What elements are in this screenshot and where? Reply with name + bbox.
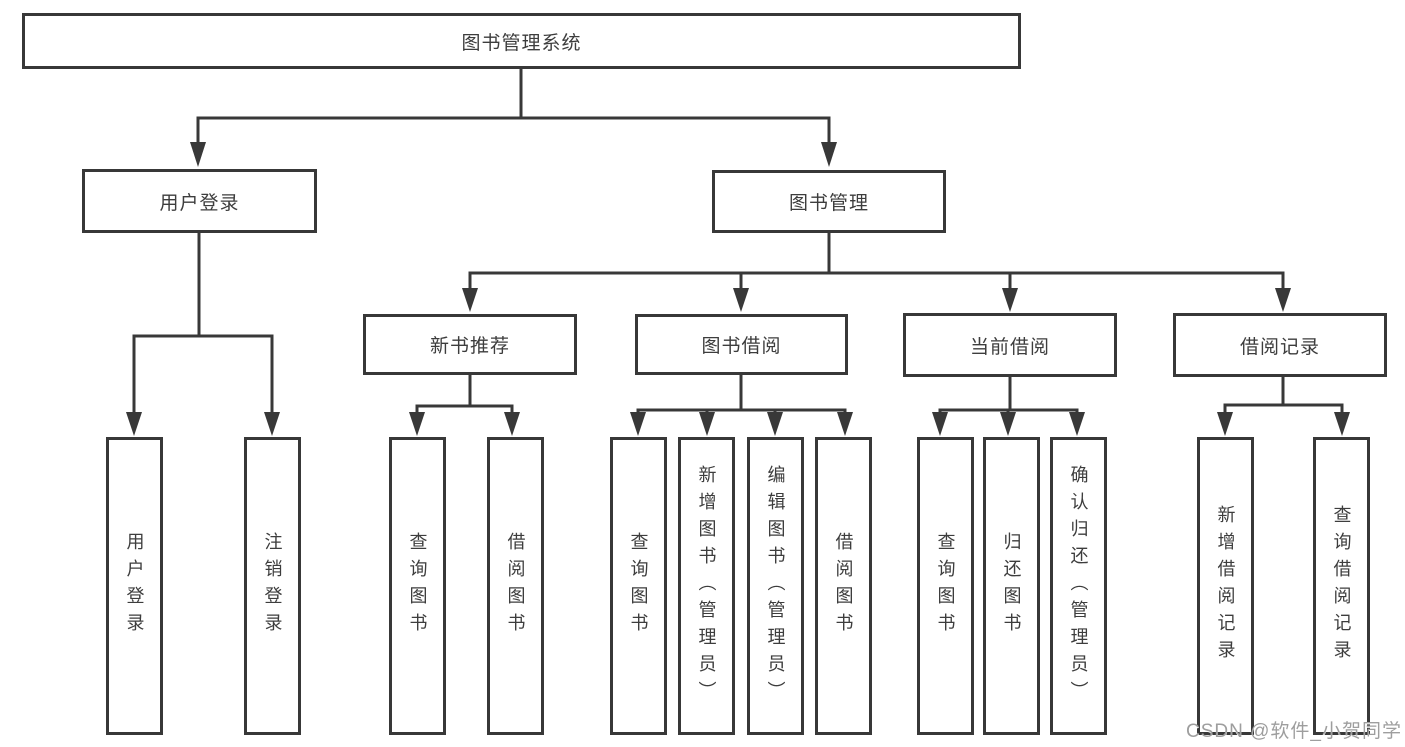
leaf-return-books: 归还图书 [983,437,1040,735]
leaf-current-query-books: 查询图书 [917,437,974,735]
leaf-add-books-admin: 新增图书（管理员） [678,437,735,735]
node-user-login: 用户登录 [82,169,317,233]
leaf-edit-books-admin: 编辑图书（管理员） [747,437,804,735]
node-borrow-records: 借阅记录 [1173,313,1387,377]
leaf-borrow-books: 借阅图书 [815,437,872,735]
leaf-user-login: 用户登录 [106,437,163,735]
leaf-query-borrow-record: 查询借阅记录 [1313,437,1370,735]
node-book-borrow: 图书借阅 [635,314,848,375]
leaf-recommend-query-books: 查询图书 [389,437,446,735]
node-book-management: 图书管理 [712,170,946,233]
node-new-book-recommend: 新书推荐 [363,314,577,375]
leaf-add-borrow-record: 新增借阅记录 [1197,437,1254,735]
node-library-management-system: 图书管理系统 [22,13,1021,69]
leaf-confirm-return-admin: 确认归还（管理员） [1050,437,1107,735]
leaf-logout: 注销登录 [244,437,301,735]
csdn-watermark: CSDN @软件_小贺同学 [1186,721,1402,742]
leaf-recommend-borrow-books: 借阅图书 [487,437,544,735]
leaf-borrow-query-books: 查询图书 [610,437,667,735]
node-current-borrow: 当前借阅 [903,313,1117,377]
